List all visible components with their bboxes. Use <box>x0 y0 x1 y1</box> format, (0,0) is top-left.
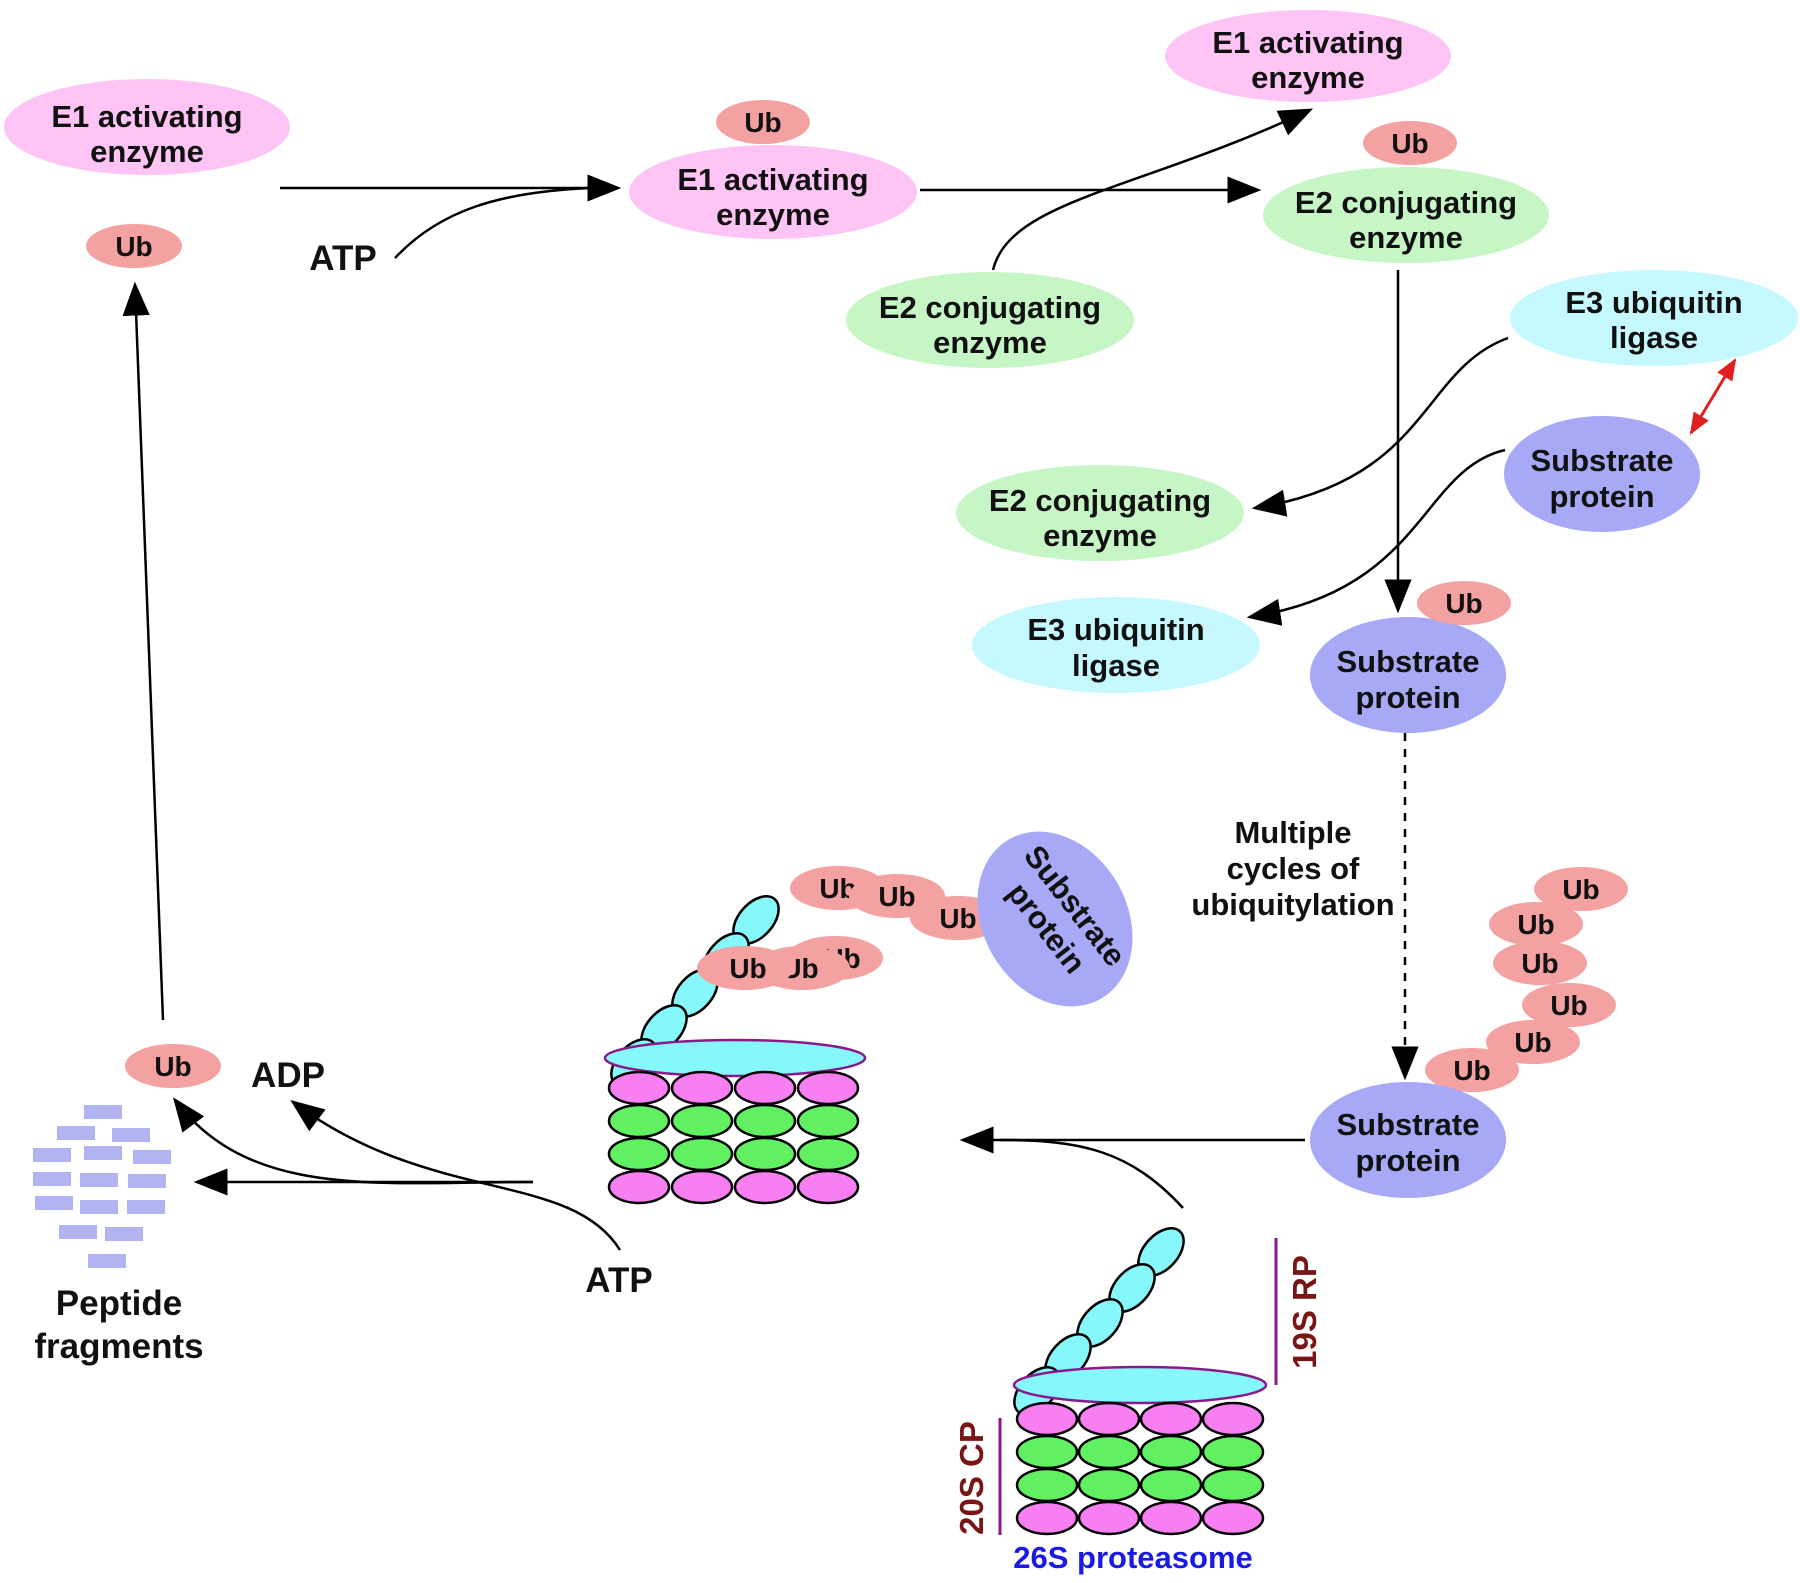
bound-ub-chain: Ub Ub Ub Ub Ub Ub <box>697 866 1006 990</box>
e1-ub-label-line1: E1 activating <box>677 162 868 197</box>
e2-released-label-line2: enzyme <box>1043 518 1157 553</box>
polyub-ub-5: Ub <box>1514 1027 1551 1058</box>
proteasome-bound-substrate: Ub Ub Ub Ub Ub Ub Substrate protein <box>603 831 1133 1205</box>
ub-on-e2-label: Ub <box>1391 128 1428 159</box>
e1-free-label-line1: E1 activating <box>51 99 242 134</box>
e3-released-label-line2: ligase <box>1072 648 1160 683</box>
arrows <box>122 108 1509 1251</box>
e2-enzyme-free: E2 conjugating enzyme <box>846 272 1134 368</box>
ub-on-e2 <box>1363 121 1457 165</box>
bound-20s-core <box>607 1070 860 1205</box>
arrow-ub-to-free-pool <box>122 281 165 1021</box>
e3-ligase-free: E3 ubiquitin ligase <box>1510 270 1798 366</box>
e2-ub-complex: E2 conjugating enzyme Ub <box>1263 121 1549 263</box>
ub-substrate-label-line2: protein <box>1355 680 1460 715</box>
e3-ligase-released: E3 ubiquitin ligase <box>972 597 1260 693</box>
polyub-ub-4: Ub <box>1550 990 1587 1021</box>
e1-released-label-line2: enzyme <box>1251 60 1365 95</box>
substrate-protein-free: Substrate protein <box>1504 416 1700 532</box>
substrate-free-label-line2: protein <box>1549 479 1654 514</box>
multiple-cycles-line1: Multiple <box>1234 815 1351 850</box>
proteasome-20s-core <box>1015 1401 1265 1536</box>
arrow-e3-release <box>1246 448 1506 626</box>
multiple-cycles-line3: ubiquitylation <box>1191 887 1394 922</box>
arrow-ub-recycle <box>172 1097 534 1185</box>
e2-released-label-line1: E2 conjugating <box>989 483 1211 518</box>
atp-label-top: ATP <box>309 239 376 278</box>
bound-substrate-protein: Substrate protein <box>977 831 1133 1007</box>
e2-free-label-line2: enzyme <box>933 325 1047 360</box>
adp-label: ADP <box>251 1056 325 1095</box>
ub-substrate: Substrate protein Ub <box>1310 581 1511 733</box>
ub-on-e1 <box>716 100 810 144</box>
bound-ub-3: Ub <box>939 903 976 934</box>
e1-released-label-line1: E1 activating <box>1212 25 1403 60</box>
bound-19s-cap <box>603 1038 867 1078</box>
ub-on-e1-label: Ub <box>744 107 781 138</box>
peptide-fragments-label-line1: Peptide <box>56 1284 182 1323</box>
proteasome-26s-label: 26S proteasome <box>1013 1540 1253 1575</box>
e3-released-label-line1: E3 ubiquitin <box>1027 612 1204 647</box>
e1-enzyme-free: E1 activating enzyme <box>4 79 290 175</box>
polyub-ub-3: Ub <box>1521 948 1558 979</box>
multiple-cycles-label: Multiple cycles of ubiquitylation <box>1191 815 1394 922</box>
ub-on-substrate-label: Ub <box>1445 588 1482 619</box>
e1-free-label-line2: enzyme <box>90 134 204 169</box>
e3-free-label-line1: E3 ubiquitin <box>1565 285 1742 320</box>
polyub-ub-2: Ub <box>1517 909 1554 940</box>
rp-19s-label: 19S RP <box>1286 1255 1323 1369</box>
peptide-fragments <box>33 1105 171 1268</box>
polyub-ub-6: Ub <box>1453 1055 1490 1086</box>
bound-ub-6: Ub <box>729 953 766 984</box>
e2-free-label-line1: E2 conjugating <box>879 290 1101 325</box>
bound-ub-2: Ub <box>878 881 915 912</box>
e3-free-label-line2: ligase <box>1610 320 1698 355</box>
ub-free-label: Ub <box>115 231 152 262</box>
polyub-chain: Ub Ub Ub Ub Ub Ub <box>1425 867 1628 1092</box>
polyub-substrate-label-line1: Substrate <box>1337 1107 1480 1142</box>
ub-substrate-label-line1: Substrate <box>1337 644 1480 679</box>
ub-free: Ub <box>86 224 182 268</box>
atp-label-bottom: ATP <box>585 1261 652 1300</box>
polyub-substrate-label-line2: protein <box>1355 1143 1460 1178</box>
e2-ub-label-line1: E2 conjugating <box>1295 185 1517 220</box>
e1-ub-label-line2: enzyme <box>716 197 830 232</box>
proteasome-19s-cap <box>1012 1365 1268 1405</box>
ub-on-substrate <box>1417 581 1511 625</box>
polyub-ub-1: Ub <box>1562 874 1599 905</box>
arrow-e1-release <box>991 108 1314 271</box>
e2-enzyme-released: E2 conjugating enzyme <box>956 465 1244 561</box>
e2-ub-label-line2: enzyme <box>1349 220 1463 255</box>
peptide-fragments-label-line2: fragments <box>34 1327 203 1366</box>
e3-substrate-binding-arrow <box>1689 358 1737 435</box>
arrow-proteasome-input <box>999 1138 1184 1209</box>
polyub-substrate: Ub Ub Ub Ub Ub Ub Substrate protein <box>1310 867 1628 1198</box>
multiple-cycles-line2: cycles of <box>1227 851 1360 886</box>
arrow-atp-to-adp <box>290 1099 622 1251</box>
ub-recycled-label: Ub <box>154 1051 191 1082</box>
arrow-atp-input <box>394 186 591 259</box>
ub-recycled: Ub <box>125 1044 221 1088</box>
e1-ub-complex: E1 activating enzyme Ub <box>629 100 917 239</box>
arrow-e2-release <box>1251 336 1509 517</box>
cp-20s-label: 20S CP <box>953 1421 990 1535</box>
substrate-free-label-line1: Substrate <box>1531 443 1674 478</box>
proteasome-26s <box>1012 1227 1268 1536</box>
e1-enzyme-released: E1 activating enzyme <box>1165 10 1451 102</box>
